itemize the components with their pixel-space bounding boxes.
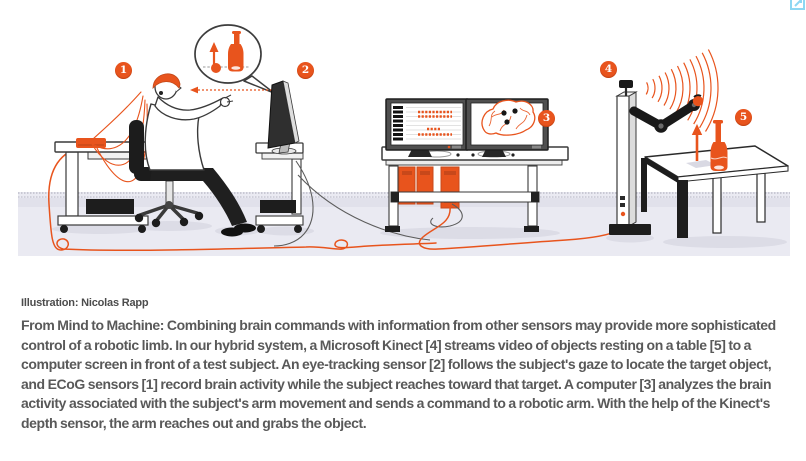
illustration-credit: Illustration: Nicolas Rapp xyxy=(21,297,149,309)
kinect-sensor xyxy=(619,80,633,88)
caption-block: Illustration: Nicolas Rapp From Mind to … xyxy=(21,297,785,434)
eye-tracking-monitor-cart xyxy=(255,80,431,247)
callout-2-eye-tracker: 2 xyxy=(297,62,314,79)
lift-arrow xyxy=(691,124,703,161)
robotic-arm xyxy=(629,94,704,133)
signal-monitor xyxy=(385,98,469,151)
up-arrow-icon xyxy=(209,42,219,64)
brain-monitor xyxy=(465,98,549,151)
callout-4-kinect: 4 xyxy=(600,61,617,78)
floor-cable xyxy=(48,145,437,252)
caption-text: From Mind to Machine: Combining brain co… xyxy=(21,317,776,431)
signal-trace xyxy=(418,110,452,136)
kinect-rig xyxy=(609,49,719,235)
ecog-cap xyxy=(152,73,181,90)
desk-cable xyxy=(418,205,620,250)
illustration-canvas xyxy=(18,24,790,256)
thought-bubble xyxy=(194,24,275,94)
bmi-system-illustration[interactable]: 1 2 3 4 5 xyxy=(0,0,806,265)
gripper xyxy=(692,95,704,107)
object-table xyxy=(641,120,789,238)
callout-1-ecog-sensors: 1 xyxy=(115,62,132,79)
callout-3-computer: 3 xyxy=(538,110,555,127)
target-bottle xyxy=(710,120,728,171)
expand-icon[interactable] xyxy=(790,0,805,12)
callout-5-table: 5 xyxy=(735,109,752,126)
target-dot-icon xyxy=(211,63,221,73)
gaze-arrow xyxy=(190,86,288,94)
ecog-cart xyxy=(54,138,149,233)
test-subject xyxy=(144,73,256,237)
depth-sensor-waves xyxy=(645,49,719,132)
bottle-icon xyxy=(228,31,244,72)
